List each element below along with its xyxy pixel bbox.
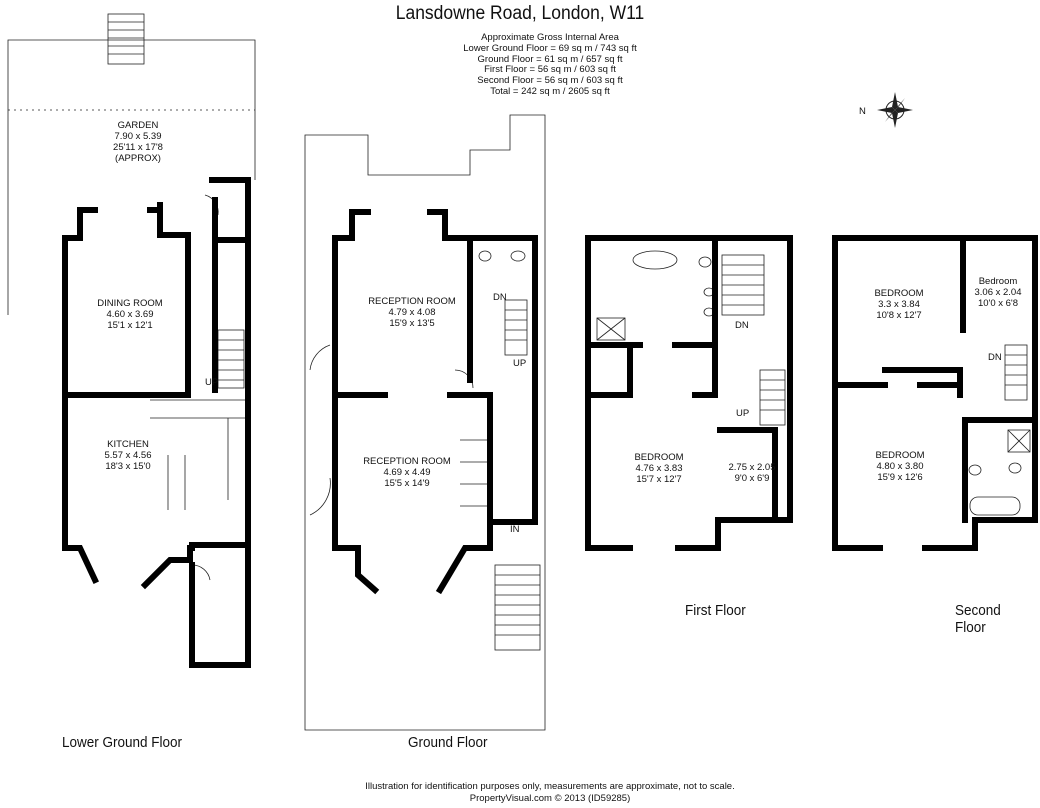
- room-metric: 4.60 x 3.69: [106, 309, 154, 320]
- room-metric: 4.76 x 3.83: [635, 463, 683, 474]
- area-heading: Approximate Gross Internal Area: [481, 32, 619, 43]
- basin-icon: [478, 250, 492, 262]
- toilet-icon: [1008, 462, 1022, 474]
- room-note: (APPROX): [115, 153, 161, 164]
- room-metric: 4.80 x 3.80: [876, 461, 924, 472]
- room-metric: 3.3 x 3.84: [878, 299, 920, 310]
- ground-stairs: [504, 299, 528, 356]
- floor-label-second: Second Floor: [955, 602, 1001, 636]
- floor-label-first: First Floor: [685, 602, 746, 619]
- room-name: RECEPTION ROOM: [363, 456, 451, 467]
- room-name: GARDEN: [117, 120, 159, 131]
- room-metric: 4.79 x 4.08: [388, 307, 436, 318]
- floor-label-lower-ground: Lower Ground Floor: [62, 734, 183, 751]
- lower-ground-stairs: [217, 329, 245, 389]
- room-metric: 5.57 x 4.56: [104, 450, 152, 461]
- bathtub-icon: [632, 250, 678, 270]
- stair-down-label: DN: [493, 292, 507, 303]
- first-floor-walls: [585, 235, 793, 551]
- door-swing: [309, 477, 331, 516]
- entrance-steps: [494, 564, 541, 651]
- shower-tray-icon: [1007, 429, 1031, 453]
- garden-steps: [107, 13, 145, 65]
- room-imperial: 10'0 x 6'8: [977, 298, 1019, 309]
- area-line: Ground Floor = 61 sq m / 657 sq ft: [477, 53, 623, 65]
- page-title: Lansdowne Road, London, W11: [395, 3, 645, 24]
- lower-ground-walls: [189, 177, 251, 668]
- second-floor-walls: [832, 235, 1038, 551]
- room-imperial: 15'1 x 12'1: [107, 320, 153, 331]
- room-label-first-bedroom: BEDROOM 4.76 x 3.83 15'7 x 12'7: [609, 452, 709, 485]
- room-name: BEDROOM: [874, 288, 924, 299]
- room-label-reception-2: RECEPTION ROOM 4.69 x 4.49 15'5 x 14'9: [357, 456, 457, 489]
- room-label-second-bedroom-small: Bedroom 3.06 x 2.04 10'0 x 6'8: [968, 276, 1028, 309]
- room-imperial: 9'0 x 6'9: [734, 473, 770, 484]
- room-imperial: 18'3 x 15'0: [105, 461, 151, 472]
- room-metric: 7.90 x 5.39: [114, 131, 162, 142]
- stair-up-label: UP: [736, 408, 750, 419]
- room-label-second-bedroom-1: BEDROOM 3.3 x 3.84 10'8 x 12'7: [849, 288, 949, 321]
- room-imperial: 15'9 x 13'5: [389, 318, 435, 329]
- room-imperial: 10'8 x 12'7: [876, 310, 922, 321]
- first-floor-stairs: [721, 254, 786, 426]
- stair-up-label: UP: [205, 377, 219, 388]
- door-swing: [309, 344, 331, 371]
- area-summary: Approximate Gross Internal Area Lower Gr…: [0, 32, 1040, 98]
- room-name: BEDROOM: [875, 450, 925, 461]
- room-name: BEDROOM: [634, 452, 684, 463]
- room-label-garden: GARDEN 7.90 x 5.39 25'11 x 17'8 (APPROX): [88, 120, 188, 164]
- second-floor-stairs: [1004, 344, 1028, 401]
- area-line: Total = 242 sq m / 2605 sq ft: [490, 85, 610, 97]
- room-name: KITCHEN: [107, 439, 149, 450]
- ground-floor-walls: [332, 235, 380, 595]
- stair-down-label: DN: [735, 320, 749, 331]
- room-label-first-study: 2.75 x 2.05 9'0 x 6'9: [722, 462, 782, 484]
- floor-label-ground: Ground Floor: [408, 734, 488, 751]
- toilet-icon: [510, 250, 526, 262]
- room-label-second-bedroom-2: BEDROOM 4.80 x 3.80 15'9 x 12'6: [850, 450, 950, 483]
- footer: Illustration for identification purposes…: [0, 781, 1040, 805]
- ground-plot-boundary: [304, 114, 546, 731]
- footer-disclaimer: Illustration for identification purposes…: [365, 781, 735, 792]
- wardrobe-fittings: [460, 439, 490, 507]
- room-name: DINING ROOM: [97, 298, 163, 309]
- room-imperial: 15'7 x 12'7: [636, 474, 682, 485]
- basin-icon: [968, 464, 982, 476]
- room-imperial: 25'11 x 17'8: [113, 142, 163, 153]
- room-metric: 4.69 x 4.49: [383, 467, 431, 478]
- shower-tray-icon: [596, 317, 626, 341]
- room-label-kitchen: KITCHEN 5.57 x 4.56 18'3 x 15'0: [78, 439, 178, 472]
- room-label-dining: DINING ROOM 4.60 x 3.69 15'1 x 12'1: [80, 298, 180, 331]
- room-metric: 3.06 x 2.04: [974, 287, 1022, 298]
- area-line: First Floor = 56 sq m / 603 sq ft: [484, 64, 616, 76]
- room-imperial: 15'5 x 14'9: [384, 478, 430, 489]
- area-line: Second Floor = 56 sq m / 603 sq ft: [477, 75, 623, 87]
- bathtub-icon: [969, 496, 1021, 516]
- entrance-label: IN: [510, 524, 520, 535]
- compass-rose-icon: [877, 92, 913, 128]
- room-name: RECEPTION ROOM: [368, 296, 456, 307]
- footer-credit: PropertyVisual.com © 2013 (ID59285): [469, 793, 631, 804]
- stair-up-label: UP: [513, 358, 527, 369]
- area-line: Lower Ground Floor = 69 sq m / 743 sq ft: [463, 42, 637, 54]
- toilet-icon: [698, 256, 712, 268]
- compass-north-label: N: [859, 106, 866, 117]
- room-imperial: 15'9 x 12'6: [877, 472, 923, 483]
- room-name: Bedroom: [978, 276, 1018, 287]
- room-metric: 2.75 x 2.05: [728, 462, 776, 473]
- room-label-reception-1: RECEPTION ROOM 4.79 x 4.08 15'9 x 13'5: [362, 296, 462, 329]
- stair-down-label: DN: [988, 352, 1002, 363]
